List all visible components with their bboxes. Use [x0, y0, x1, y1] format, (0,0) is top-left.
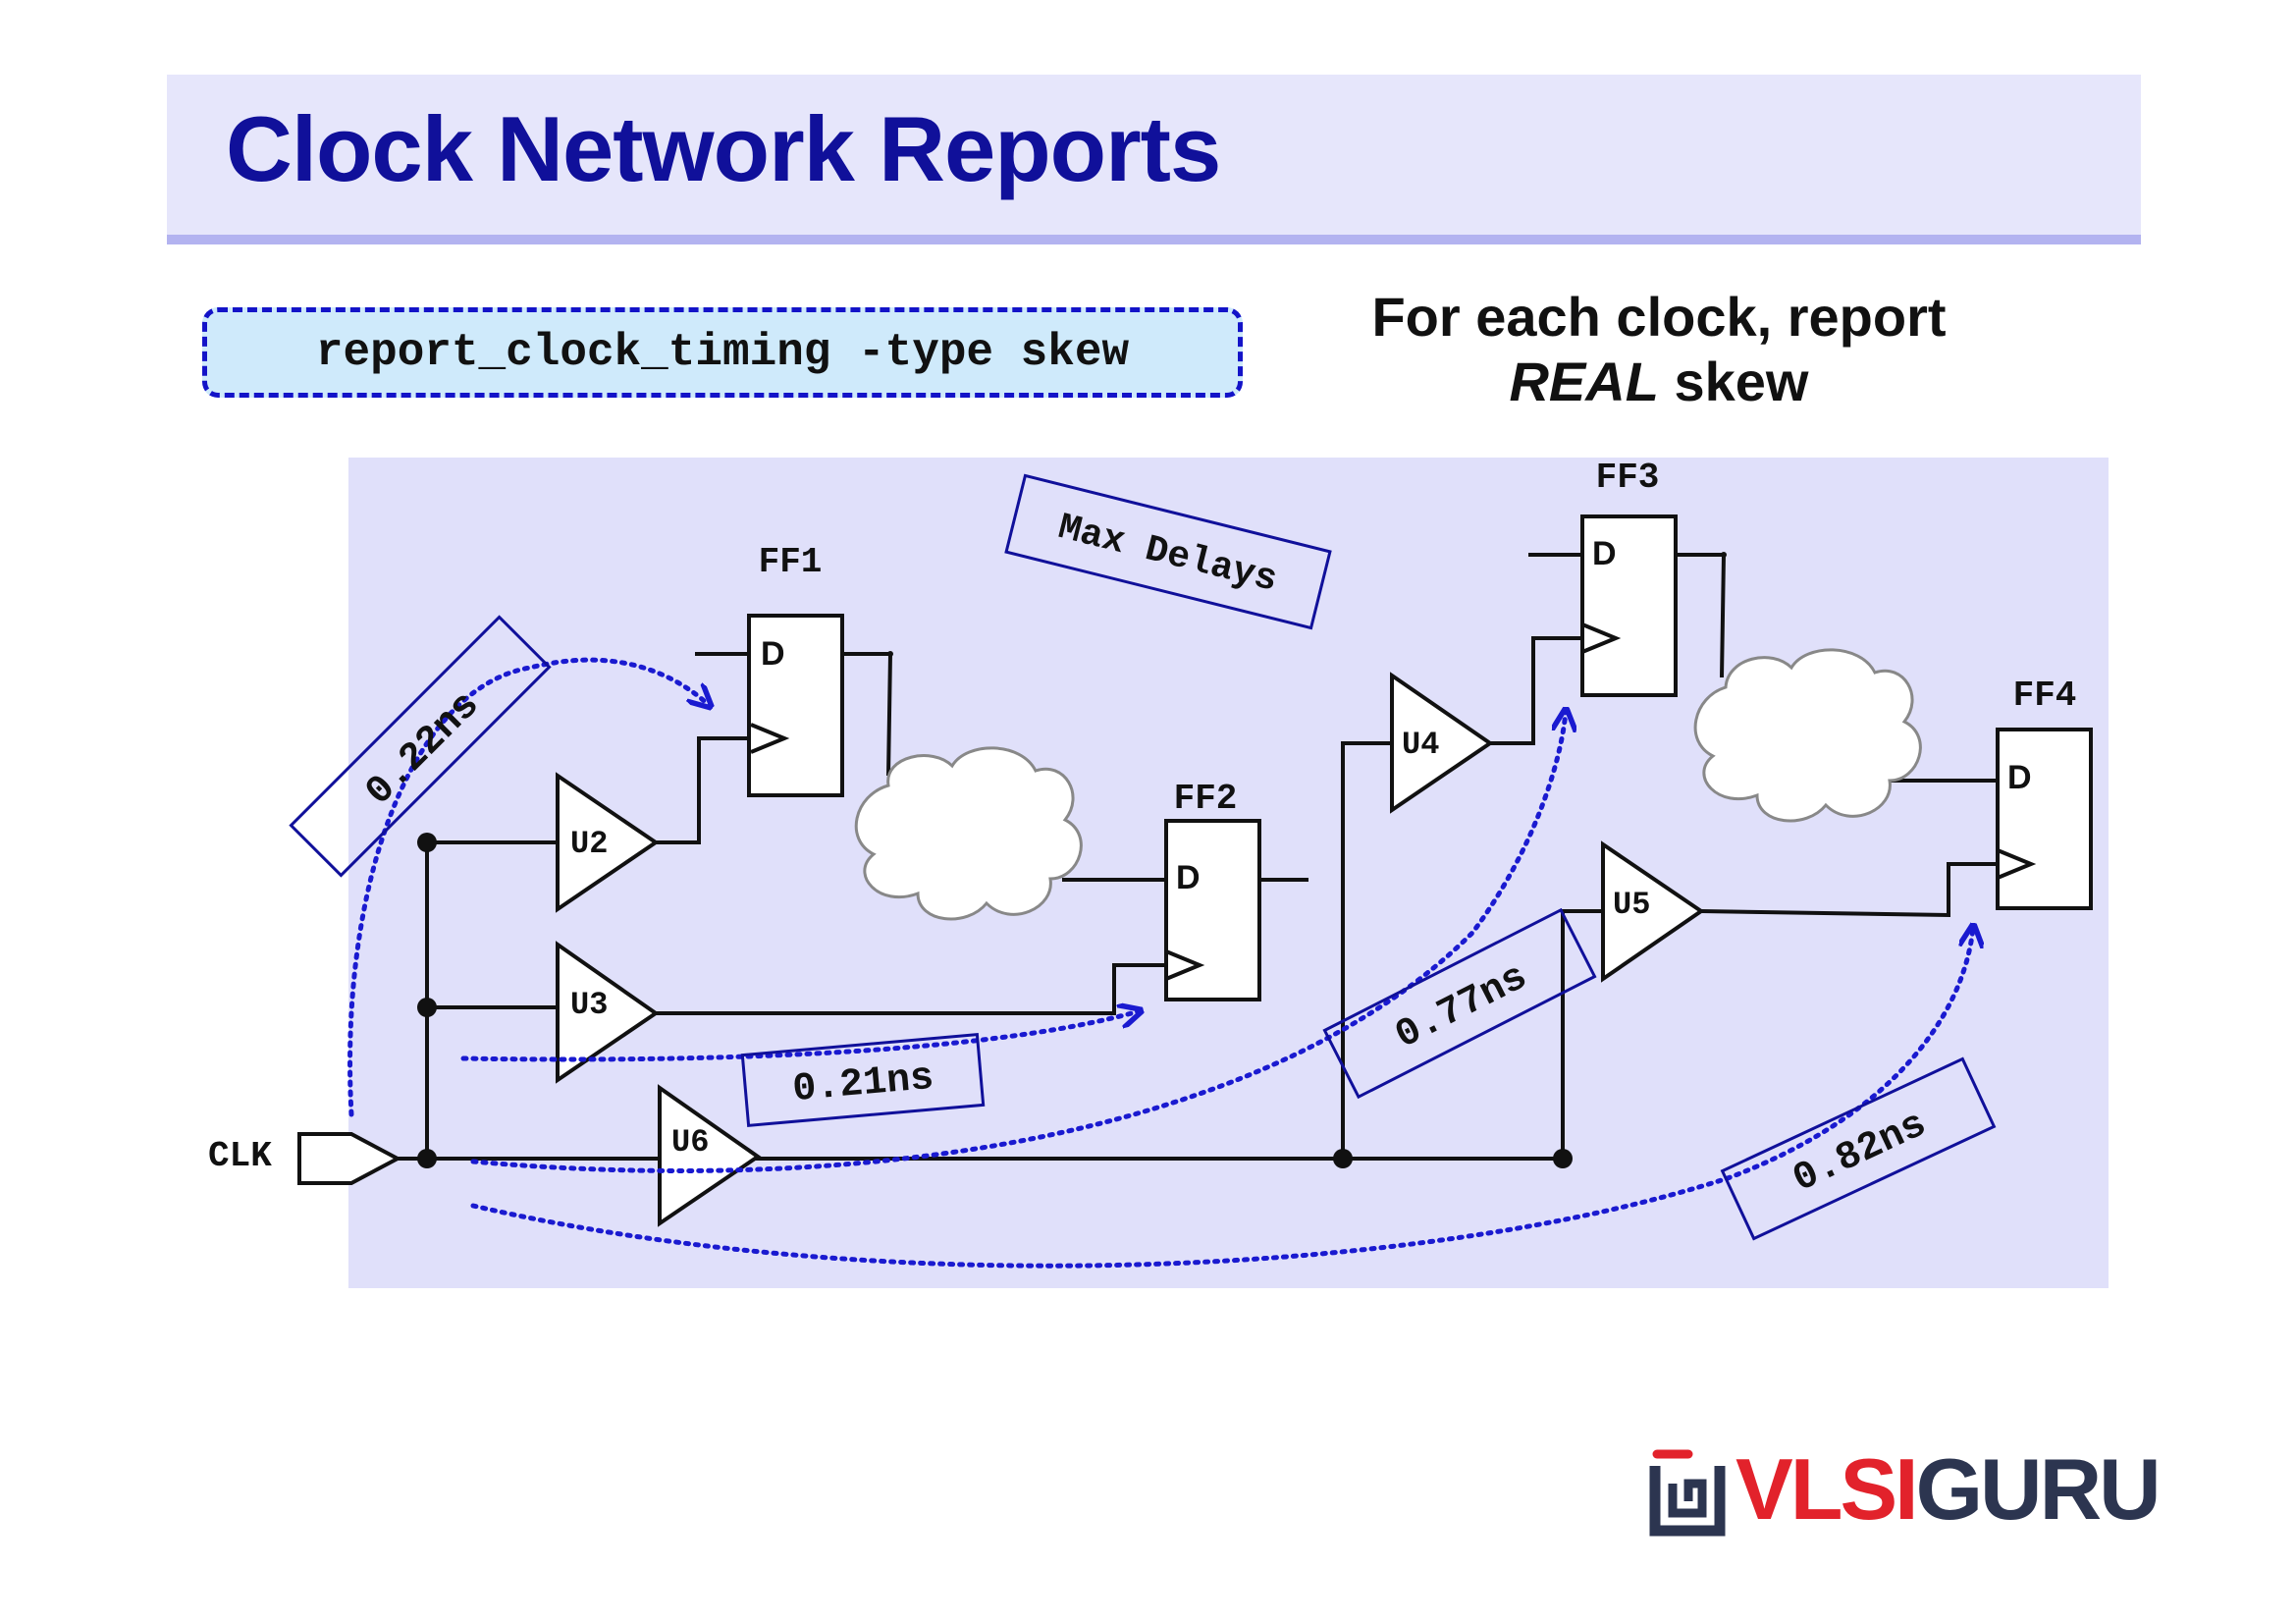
page-title: Clock Network Reports: [226, 97, 1221, 200]
logic-cloud: [854, 648, 1922, 921]
title-bar: Clock Network Reports: [167, 75, 2141, 244]
note-emphasis: REAL: [1509, 351, 1659, 412]
flip-flop-ff4: D FF4: [1996, 676, 2093, 910]
ff4-d-pin: D: [2007, 759, 2032, 796]
ff1-d-pin: D: [761, 635, 785, 673]
logo-vlsi: VLSI: [1735, 1440, 1919, 1538]
buffer-u5: U5: [1601, 840, 1705, 983]
wires: [398, 553, 1998, 1161]
buffer-u2: U2: [556, 772, 660, 913]
delay-paths: [347, 657, 1973, 1269]
cloud-ff1-ff2: [854, 746, 1083, 921]
clk-port: CLK: [208, 1132, 402, 1185]
buffer-u4: U4: [1390, 672, 1494, 814]
u4-label: U4: [1402, 727, 1439, 763]
flip-flop-ff1: D FF1: [747, 542, 844, 797]
cloud-ff3-ff4: [1693, 648, 1922, 823]
ff1-label: FF1: [759, 542, 823, 582]
logo-guru: GURU: [1915, 1440, 2162, 1538]
skew-note: For each clock, report REAL skew: [1306, 285, 2012, 414]
command-box: report_clock_timing -type skew: [202, 307, 1243, 398]
ff4-label: FF4: [2013, 676, 2077, 716]
note-line2: REAL skew: [1306, 350, 2012, 414]
u3-label: U3: [570, 987, 608, 1023]
vlsiguru-logo: VLSIGURU: [1649, 1438, 2162, 1546]
u6-label: U6: [671, 1124, 709, 1161]
buffer-u3: U3: [556, 941, 660, 1084]
ff3-d-pin: D: [1592, 535, 1617, 572]
u5-label: U5: [1613, 887, 1650, 923]
path-clk-to-ff4: [470, 928, 1973, 1269]
path-clk-to-ff1: [347, 657, 709, 1117]
ff2-label: FF2: [1174, 779, 1238, 819]
path-clk-to-ff3: [470, 712, 1566, 1173]
clk-label: CLK: [208, 1136, 272, 1176]
ff2-d-pin: D: [1176, 859, 1201, 896]
command-text: report_clock_timing -type skew: [315, 327, 1130, 378]
junctions: [417, 552, 1727, 1168]
u2-label: U2: [570, 826, 608, 862]
note-rest: skew: [1658, 351, 1809, 412]
ff3-label: FF3: [1596, 458, 1660, 498]
buffer-u6: U6: [658, 1084, 762, 1227]
vlsiguru-logo-icon: [1649, 1449, 1726, 1537]
note-line1: For each clock, report: [1371, 286, 1947, 348]
flip-flop-ff2: D FF2: [1164, 779, 1261, 1001]
logo-wordmark: VLSIGURU: [1735, 1440, 2162, 1539]
flip-flop-ff3: D FF3: [1580, 458, 1678, 697]
path-clk-to-ff2: [460, 1011, 1139, 1062]
